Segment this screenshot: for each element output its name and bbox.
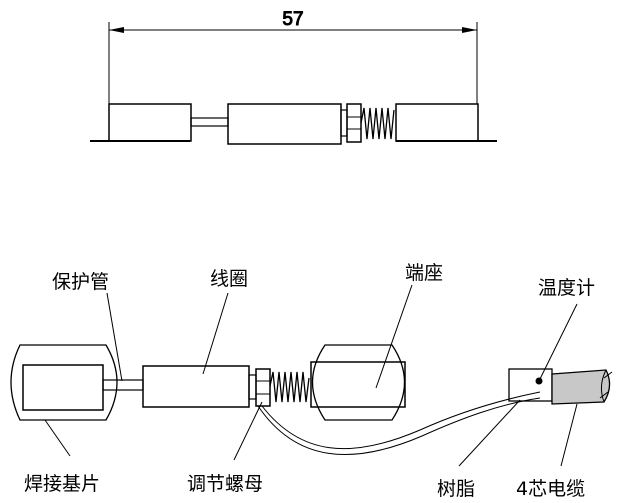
labels: 保护管 线圈 端座 温度计 焊接基片 调节螺母 树脂 4芯电缆 [24, 262, 595, 500]
label-thermometer: 温度计 [538, 277, 595, 299]
left-welding-base [10, 344, 118, 421]
protective-tube-side [190, 117, 229, 127]
leader-terminal-seat [375, 284, 413, 389]
cable-hatch-2 [599, 391, 609, 399]
dimension-line [108, 22, 478, 104]
spring-detail [269, 371, 310, 403]
side-view: 57 [90, 9, 497, 145]
label-protective-tube: 保护管 [52, 271, 109, 293]
right-block [395, 103, 479, 142]
leader-resin [458, 399, 521, 467]
right-block-detail [310, 361, 406, 408]
left-block-detail [22, 364, 104, 411]
leader-coil [202, 292, 229, 375]
label-resin: 树脂 [437, 478, 475, 500]
dimension-value: 57 [282, 9, 303, 30]
cable-break [600, 369, 607, 403]
adjusting-nut-detail [248, 368, 271, 407]
detail-view [10, 284, 613, 467]
leader-cable [560, 403, 578, 467]
cable-4-core [551, 369, 611, 405]
right-terminal-seat [311, 344, 406, 421]
leader-adjusting-nut [233, 401, 263, 461]
lead-wire-b [257, 397, 541, 456]
cable-hatch [603, 371, 613, 379]
label-terminal-seat: 端座 [405, 262, 443, 284]
coil-body-side [227, 103, 342, 145]
leader-welding-base [44, 419, 71, 457]
label-adjusting-nut: 调节螺母 [187, 473, 263, 495]
label-welding-base: 焊接基片 [24, 473, 100, 495]
left-block [108, 103, 192, 142]
adjusting-nut-side [340, 103, 362, 143]
thermometer-block [508, 368, 553, 402]
coil-detail [142, 365, 250, 408]
label-coil: 线圈 [210, 268, 248, 290]
spring-side [360, 107, 395, 140]
lead-wire-a [261, 391, 541, 450]
label-cable: 4芯电缆 [516, 478, 585, 500]
leader-thermometer [538, 303, 578, 382]
protective-tube-detail [102, 379, 144, 391]
leader-protective-tube [106, 292, 123, 382]
